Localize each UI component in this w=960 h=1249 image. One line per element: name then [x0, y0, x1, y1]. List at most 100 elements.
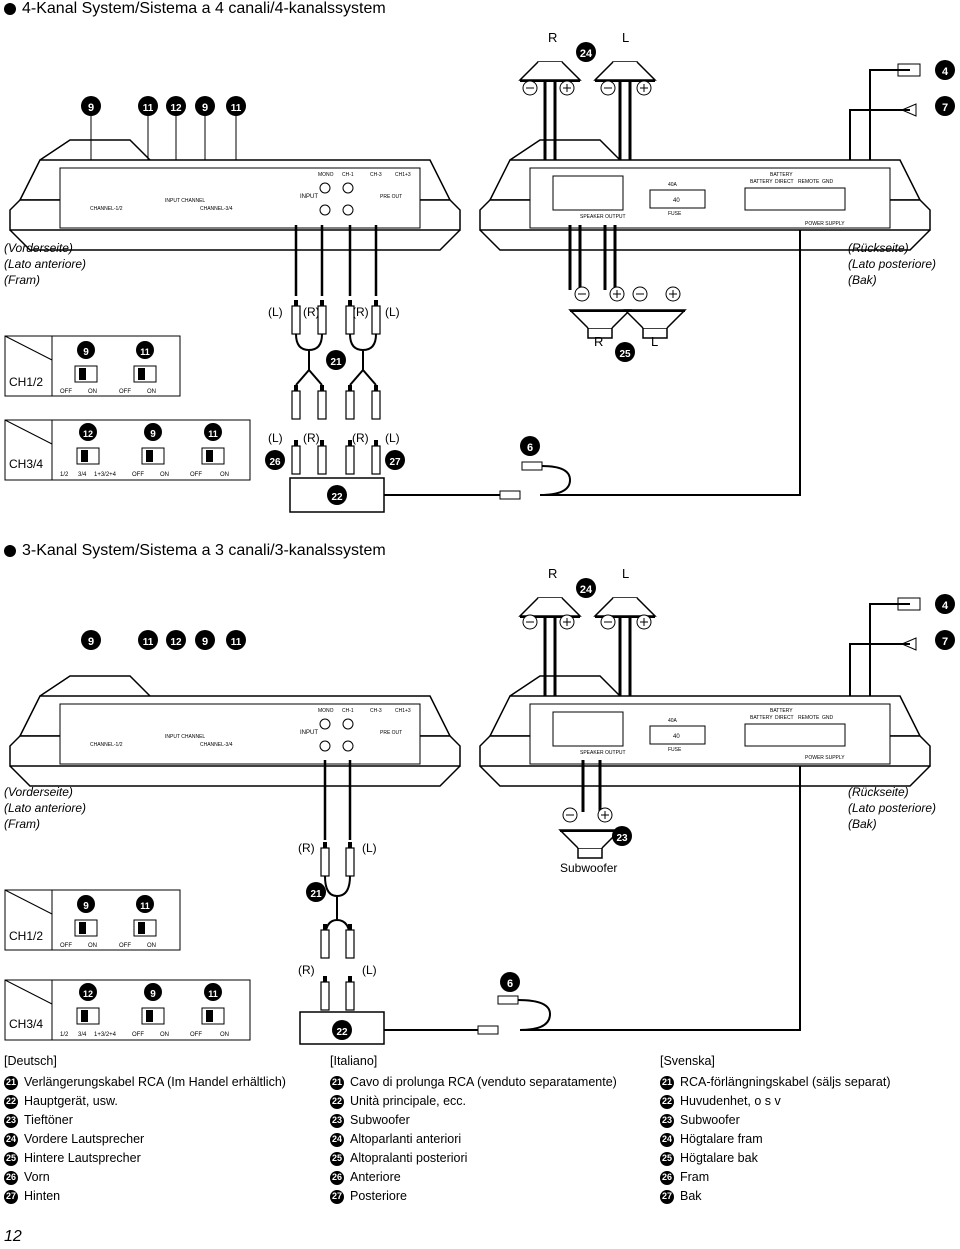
svg-text:CH1+3: CH1+3: [395, 708, 411, 714]
svg-text:SPEAKER OUTPUT: SPEAKER OUTPUT: [580, 214, 626, 220]
svg-text:7: 7: [942, 636, 948, 648]
svg-text:24: 24: [580, 584, 593, 596]
svg-text:POWER SUPPLY: POWER SUPPLY: [805, 755, 845, 761]
svg-text:9: 9: [150, 989, 156, 1000]
svg-text:12: 12: [83, 989, 93, 999]
svg-text:ON: ON: [220, 472, 229, 478]
callout-4: 4: [942, 66, 949, 78]
svg-text:11: 11: [140, 901, 150, 911]
svg-text:ON: ON: [147, 943, 156, 949]
svg-text:40A: 40A: [668, 182, 678, 188]
callout-6: 6: [527, 442, 533, 454]
section1-title-text: 4-Kanal System/Sistema a 4 canali/4-kana…: [22, 0, 386, 17]
wiring-diagram: R L 24 9 11 12 9 11 4 7 MONO CH-1 CH-3 C…: [4, 30, 955, 1045]
svg-text:OFF: OFF: [119, 943, 131, 949]
callout-23: 23: [616, 833, 628, 844]
subwoofer-label: Subwoofer: [560, 861, 617, 875]
speaker-front-r-label: R: [548, 30, 557, 45]
callouts-row-2: 9 11 12 9 11: [81, 630, 246, 650]
svg-text:ON: ON: [88, 943, 97, 949]
svg-text:R: R: [594, 334, 603, 349]
svg-text:21: 21: [310, 889, 322, 900]
svg-text:CH1/2: CH1/2: [9, 375, 43, 389]
svg-text:MONO: MONO: [318, 172, 334, 178]
svg-text:(L): (L): [385, 305, 400, 319]
svg-text:(L): (L): [268, 431, 283, 445]
svg-text:(R): (R): [303, 431, 320, 445]
svg-text:11: 11: [231, 637, 242, 648]
svg-text:(R): (R): [298, 963, 315, 977]
svg-text:POWER SUPPLY: POWER SUPPLY: [805, 221, 845, 227]
svg-text:22: 22: [336, 1027, 348, 1038]
rear-side-label-2: (Rückseite)(Lato posteriore)(Bak): [848, 785, 937, 831]
svg-text:GND: GND: [822, 179, 834, 185]
svg-text:(R): (R): [298, 841, 315, 855]
svg-text:OFF: OFF: [60, 943, 72, 949]
svg-text:1+3/2+4: 1+3/2+4: [94, 1032, 117, 1038]
svg-text:PRE OUT: PRE OUT: [380, 194, 402, 200]
svg-text:OFF: OFF: [190, 1032, 202, 1038]
svg-text:ON: ON: [147, 389, 156, 395]
callout-7: 7: [942, 102, 948, 114]
svg-text:CH-1: CH-1: [342, 172, 354, 178]
svg-text:(R): (R): [352, 305, 369, 319]
svg-text:OFF: OFF: [119, 389, 131, 395]
callout-22: 22: [331, 492, 343, 503]
svg-text:BATTERY: BATTERY: [770, 172, 793, 178]
svg-text:FUSE: FUSE: [668, 211, 682, 217]
svg-text:11: 11: [143, 637, 154, 648]
callouts-top-row: 9 11 12 9 11: [81, 96, 246, 116]
svg-text:L: L: [651, 334, 658, 349]
svg-text:9: 9: [202, 102, 208, 114]
svg-text:PRE OUT: PRE OUT: [380, 730, 402, 736]
front-speaker-l: [594, 61, 656, 83]
svg-text:1/2: 1/2: [60, 1032, 69, 1038]
svg-text:OFF: OFF: [132, 472, 144, 478]
svg-text:OFF: OFF: [132, 1032, 144, 1038]
svg-text:(R): (R): [303, 305, 320, 319]
svg-text:3/4: 3/4: [78, 472, 87, 478]
svg-text:MONO: MONO: [318, 708, 334, 714]
svg-text:FUSE: FUSE: [668, 747, 682, 753]
svg-text:INPUT: INPUT: [300, 730, 318, 736]
svg-text:11: 11: [208, 989, 218, 999]
svg-text:9: 9: [202, 636, 208, 648]
svg-text:CH1+3: CH1+3: [395, 172, 411, 178]
svg-text:11: 11: [140, 347, 150, 357]
front-speaker-r: [519, 61, 581, 83]
svg-text:OFF: OFF: [190, 472, 202, 478]
svg-text:OFF: OFF: [60, 389, 72, 395]
page-number: 12: [4, 1228, 22, 1245]
svg-text:CH3/4: CH3/4: [9, 1017, 43, 1031]
svg-text:ON: ON: [88, 389, 97, 395]
callout-25: 25: [619, 349, 631, 360]
svg-text:SPEAKER OUTPUT: SPEAKER OUTPUT: [580, 750, 626, 756]
svg-text:3/4: 3/4: [78, 1032, 87, 1038]
svg-text:BATTERY: BATTERY: [750, 179, 773, 185]
svg-text:9: 9: [150, 429, 156, 440]
svg-text:CH-1: CH-1: [342, 708, 354, 714]
svg-text:INPUT CHANNEL: INPUT CHANNEL: [165, 734, 205, 740]
callout-24: [576, 42, 596, 62]
svg-text:(L): (L): [362, 841, 377, 855]
front-side-label-2: (Vorderseite)(Lato anteriore)(Fram): [4, 785, 87, 831]
svg-text:R: R: [548, 566, 557, 581]
svg-text:(L): (L): [385, 431, 400, 445]
svg-text:1+3/2+4: 1+3/2+4: [94, 472, 117, 478]
callout-27: 27: [389, 457, 401, 468]
svg-text:GND: GND: [822, 715, 834, 721]
svg-text:11: 11: [143, 103, 154, 114]
svg-text:DIRECT: DIRECT: [775, 179, 794, 185]
svg-text:12: 12: [170, 637, 182, 648]
svg-text:CHANNEL-1/2: CHANNEL-1/2: [90, 206, 123, 212]
bullet-icon: [4, 3, 16, 15]
svg-text:REMOTE: REMOTE: [798, 715, 820, 721]
svg-text:CHANNEL-1/2: CHANNEL-1/2: [90, 742, 123, 748]
svg-text:ON: ON: [160, 1032, 169, 1038]
callout-24-text: 24: [580, 48, 593, 60]
svg-text:INPUT: INPUT: [300, 194, 318, 200]
svg-text:11: 11: [208, 429, 218, 439]
